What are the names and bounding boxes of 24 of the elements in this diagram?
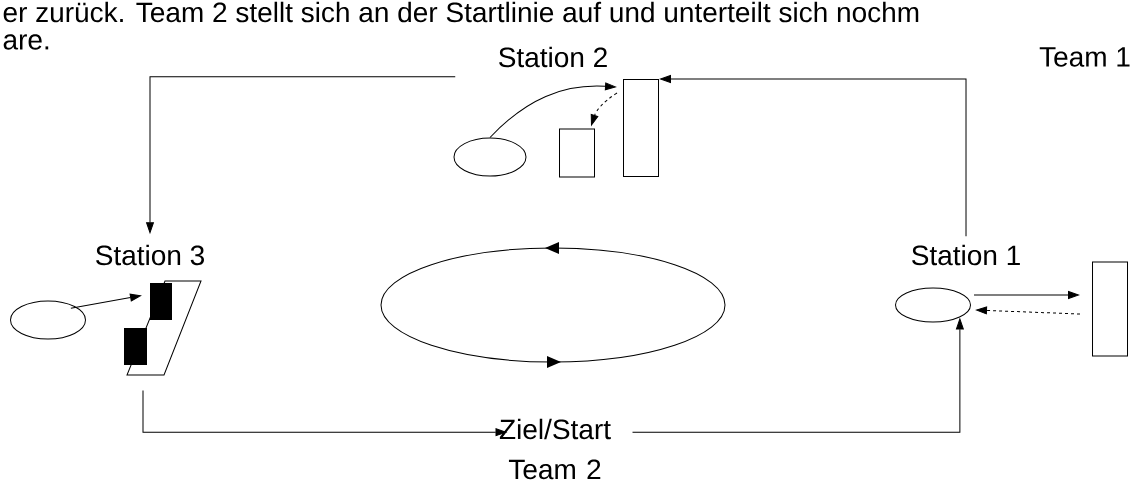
arrow <box>632 318 964 433</box>
arrow <box>489 82 616 138</box>
station-label: Station 2 <box>499 46 607 68</box>
box <box>1092 261 1128 357</box>
ellipse <box>453 137 527 177</box>
label-text: Team 1 <box>1039 47 1130 67</box>
arrow <box>70 293 141 309</box>
station-label: Ziel/Start Team 2 <box>499 418 611 480</box>
ellipse <box>10 300 86 340</box>
label-text: are. <box>3 34 49 50</box>
station-label: Station 1 <box>912 244 1020 266</box>
arrow <box>660 75 967 237</box>
station-label: Station 3 <box>96 244 204 266</box>
label-text: er zurück. Team 2 stellt sich an der Startlinie auf und unterteilt sich nochm <box>3 1 919 23</box>
arrow <box>590 92 618 126</box>
arrow <box>146 76 456 234</box>
parallelogram-drawing <box>124 280 202 376</box>
arrow <box>976 306 1081 315</box>
track-ellipse <box>380 242 726 368</box>
box <box>623 79 659 177</box>
arrow <box>142 390 507 437</box>
arrow <box>973 291 1079 299</box>
ellipse <box>895 287 971 323</box>
box <box>559 128 595 178</box>
